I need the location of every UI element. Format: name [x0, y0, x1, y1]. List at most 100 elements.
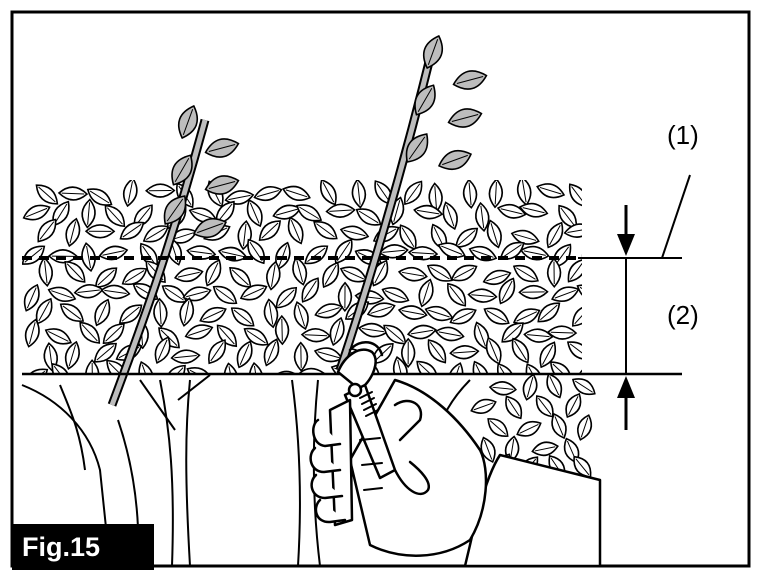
leaf-vein [164, 287, 184, 301]
leaf-vein [488, 340, 499, 362]
leaf-vein [316, 223, 335, 238]
leaf-vein [333, 320, 341, 343]
leaf-vein [468, 182, 472, 205]
leaf-vein [526, 376, 534, 398]
leaf-vein [569, 261, 582, 280]
leaf-vein [268, 302, 274, 325]
leaf-vein [239, 343, 250, 365]
arrow-up-icon [617, 376, 635, 398]
leaf-vein [384, 290, 407, 300]
leaf-vein [278, 289, 295, 306]
leaf-vein [192, 210, 214, 220]
leaf-vein [521, 180, 527, 203]
leaf-vein [580, 417, 589, 438]
leaf-vein [542, 344, 554, 365]
leaf-vein [382, 249, 405, 253]
leaf-vein [102, 250, 125, 256]
leaf-vein [438, 331, 461, 337]
leaf-vein [568, 396, 579, 415]
leaf-vein [190, 250, 213, 255]
leaf-vein [28, 322, 36, 345]
leaf-vein [401, 227, 415, 247]
leaf-vein [228, 194, 251, 201]
leaf-vein [574, 380, 593, 393]
leaf-vein [278, 245, 288, 267]
hedge-trunks [21, 374, 471, 566]
leaf-vein [53, 365, 69, 373]
leaf-vein [87, 202, 91, 225]
leaf-vein [77, 289, 100, 293]
leaf-vein [141, 364, 151, 373]
leaf-vein [257, 189, 279, 198]
leaf-vein [26, 287, 37, 309]
hand-with-pruning-shears [309, 341, 602, 568]
leaf-vein [494, 182, 497, 205]
leaf-vein [26, 207, 48, 218]
leaf-vein [429, 342, 445, 361]
leaf-vein [167, 367, 184, 373]
dimension-marker [617, 205, 635, 430]
leaf-vein [317, 307, 340, 315]
leaf-vein [343, 229, 366, 237]
leaf-vein [324, 264, 337, 285]
leaf-vein [528, 366, 540, 373]
leaf-vein [550, 331, 574, 334]
leaf [294, 367, 325, 373]
leaf-vein [61, 192, 85, 195]
figure-number-badge: Fig.15 [12, 524, 154, 570]
leaf-vein [233, 309, 252, 325]
leaf-vein [411, 252, 435, 255]
leaf-vein [66, 263, 84, 281]
leaf-vein [486, 273, 508, 282]
leaf-vein [489, 420, 507, 435]
leaf-vein [571, 186, 582, 205]
leaf-vein [471, 294, 494, 298]
callout-1-leader [661, 174, 691, 259]
leaf-vein [299, 206, 319, 220]
leaf-vein [208, 143, 236, 153]
leaf-vein [534, 446, 556, 452]
leaf-vein [336, 241, 351, 262]
leaf-vein [145, 227, 166, 240]
leaf-vein [188, 327, 210, 336]
leaf-vein [434, 186, 437, 209]
leaf-vein [490, 223, 499, 245]
leaf-vein [270, 264, 276, 287]
leaf-vein [500, 208, 523, 215]
leaf-vein [296, 260, 304, 283]
leaf-vein [285, 189, 308, 198]
leaf-vein [44, 260, 48, 284]
leaf-vein [38, 186, 56, 203]
leaf-vein [51, 290, 73, 299]
leaf-vein [253, 365, 259, 373]
leaf-vein [422, 282, 430, 304]
leaf-vein [184, 300, 190, 324]
leaf-vein [451, 113, 479, 123]
leaf-vein [231, 269, 249, 286]
leaf-vein [159, 301, 162, 325]
leaf-vein [428, 309, 450, 318]
leaf-vein [297, 304, 306, 327]
leaf-vein [519, 423, 539, 434]
leaf-vein [357, 182, 361, 205]
leaf-vein [104, 289, 127, 294]
leaf-vein [457, 230, 476, 246]
leaf-vein [452, 310, 474, 322]
leaf-vein [454, 267, 475, 279]
leaf-vein [480, 205, 485, 229]
leaf-vein [574, 306, 582, 325]
leaf-vein [121, 306, 140, 322]
leaf-vein [552, 363, 570, 373]
leaf-vein [408, 136, 426, 160]
leaf [223, 362, 239, 373]
leaf-vein [174, 355, 197, 359]
leaf-vein [281, 318, 283, 342]
leaf-vein [108, 362, 126, 373]
leaf-vein [249, 202, 260, 224]
leaf-vein [401, 310, 424, 316]
leaf-vein [97, 302, 108, 323]
tall-shoot-right [335, 34, 488, 372]
leaf-vein [186, 290, 208, 298]
leaf-vein [397, 359, 404, 373]
leaf-vein [401, 271, 425, 277]
